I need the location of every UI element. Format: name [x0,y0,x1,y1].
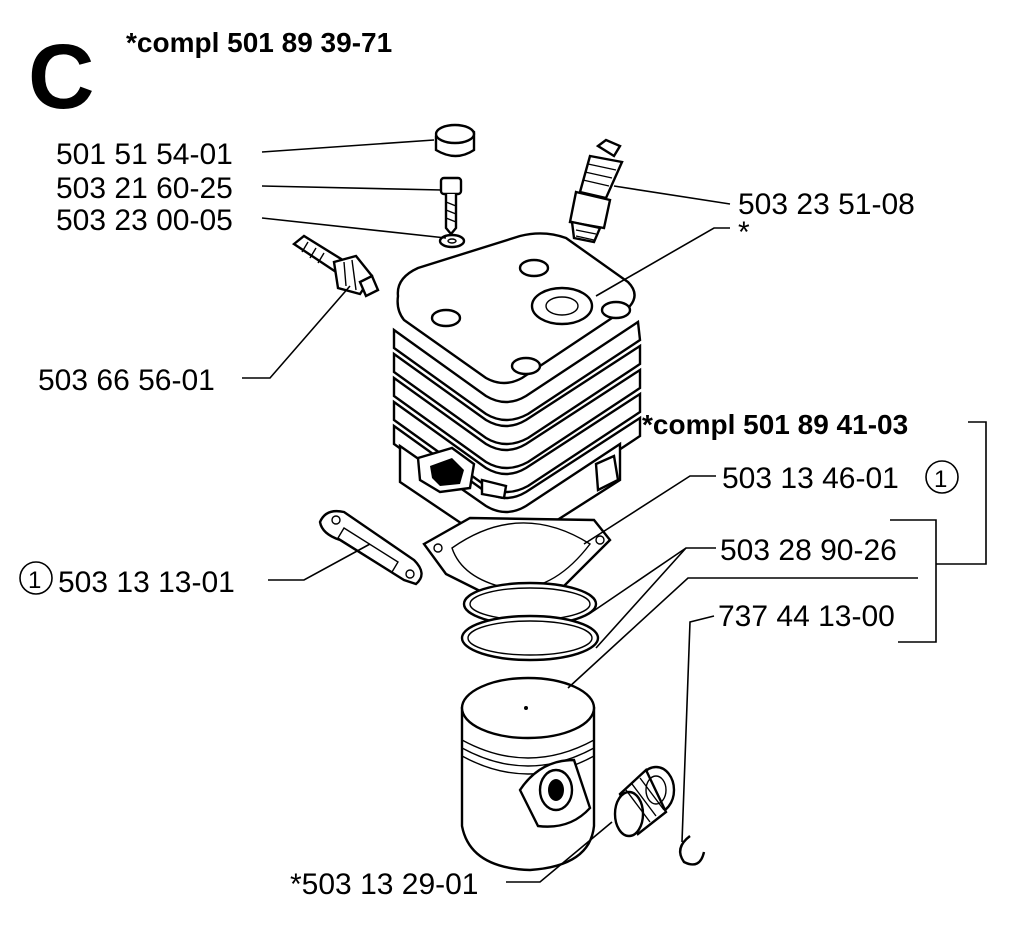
label-decompression-valve: 503 66 56-01 [38,364,215,397]
cylinder-part [392,232,642,547]
needle-bearing-part [613,765,676,838]
label-piston-rings: 503 28 90-26 [720,534,897,567]
washer-part [438,233,466,249]
label-spark-plug: 503 23 51-08 [738,188,915,221]
label-needle-bearing: *503 13 29-01 [290,868,479,901]
reference-number-right: 1 [934,466,947,493]
label-circlip: 737 44 13-00 [718,600,895,633]
label-cap: 501 51 54-01 [56,138,233,171]
circlip-part [678,835,706,866]
label-screw: 503 21 60-25 [56,172,233,205]
label-cylinder: * [738,216,750,249]
piston-rings-part [460,581,600,662]
muffler-gasket-part [318,509,423,586]
screw-part [439,176,463,236]
piston-part [460,676,596,872]
reference-marker-right: 1 [925,460,959,494]
decompression-valve-part [291,234,380,298]
cap-part [434,123,476,158]
spark-plug-part [568,138,624,244]
label-cylinder-gasket: 503 13 46-01 [722,462,899,495]
leader-lines [242,139,987,883]
label-subassembly: *compl 501 89 41-03 [642,409,908,440]
assembly-number: *compl 501 89 39-71 [126,27,392,58]
section-letter: C [28,26,94,128]
reference-marker-left: 1 [19,561,53,595]
label-muffler-gasket: 503 13 13-01 [58,566,235,599]
label-washer: 503 23 00-05 [56,204,233,237]
cylinder-gasket-part [422,516,612,608]
reference-number-left: 1 [28,567,41,594]
